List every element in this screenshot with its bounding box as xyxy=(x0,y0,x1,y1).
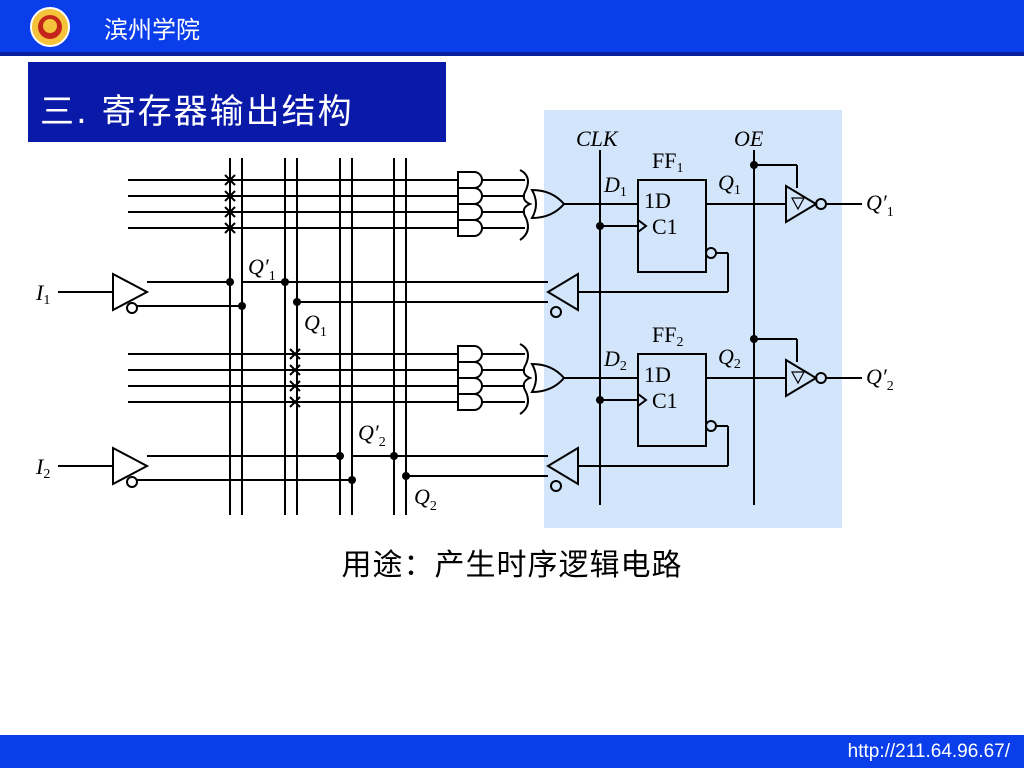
footer-url[interactable]: http://211.64.96.67/ xyxy=(847,741,1010,762)
d1-label: D1 xyxy=(603,172,627,200)
school-logo-icon xyxy=(30,7,70,47)
slide-title: 三. 寄存器输出结构 xyxy=(40,92,354,132)
footer-bar xyxy=(0,735,1024,768)
ff1-clock-input: C1 xyxy=(652,214,678,239)
oe-label: OE xyxy=(734,126,764,151)
q1-prime-feedback-label: Q′1 xyxy=(248,254,276,284)
header-bar xyxy=(0,0,1024,56)
q1-label: Q1 xyxy=(718,170,741,198)
q2-label: Q2 xyxy=(718,344,741,372)
clk-label: CLK xyxy=(576,126,619,151)
i1-label: I1 xyxy=(35,280,50,308)
q2-feedback-label: Q2 xyxy=(414,484,437,514)
d2-label: D2 xyxy=(603,346,627,374)
header-underline xyxy=(0,52,1024,56)
q1-feedback-label: Q1 xyxy=(304,310,327,340)
i2-label: I2 xyxy=(35,454,50,482)
ff1-d-input: 1D xyxy=(644,188,671,213)
ff1-label: FF1 xyxy=(652,148,683,176)
q2-prime-output-label: Q′2 xyxy=(866,364,894,394)
ff2-d-input: 1D xyxy=(644,362,671,387)
school-name: 滨州学院 xyxy=(104,16,200,44)
q2-prime-feedback-label: Q′2 xyxy=(358,420,386,450)
q1-prime-output-label: Q′1 xyxy=(866,190,894,220)
register-output-diagram: CLK OE FF1 FF2 D1 D2 1D C1 1D C1 Q1 Q2 Q… xyxy=(35,110,894,528)
usage-caption: 用途：产生时序逻辑电路 xyxy=(341,548,683,583)
title-box xyxy=(28,62,446,142)
ff2-clock-input: C1 xyxy=(652,388,678,413)
ff2-label: FF2 xyxy=(652,322,683,350)
